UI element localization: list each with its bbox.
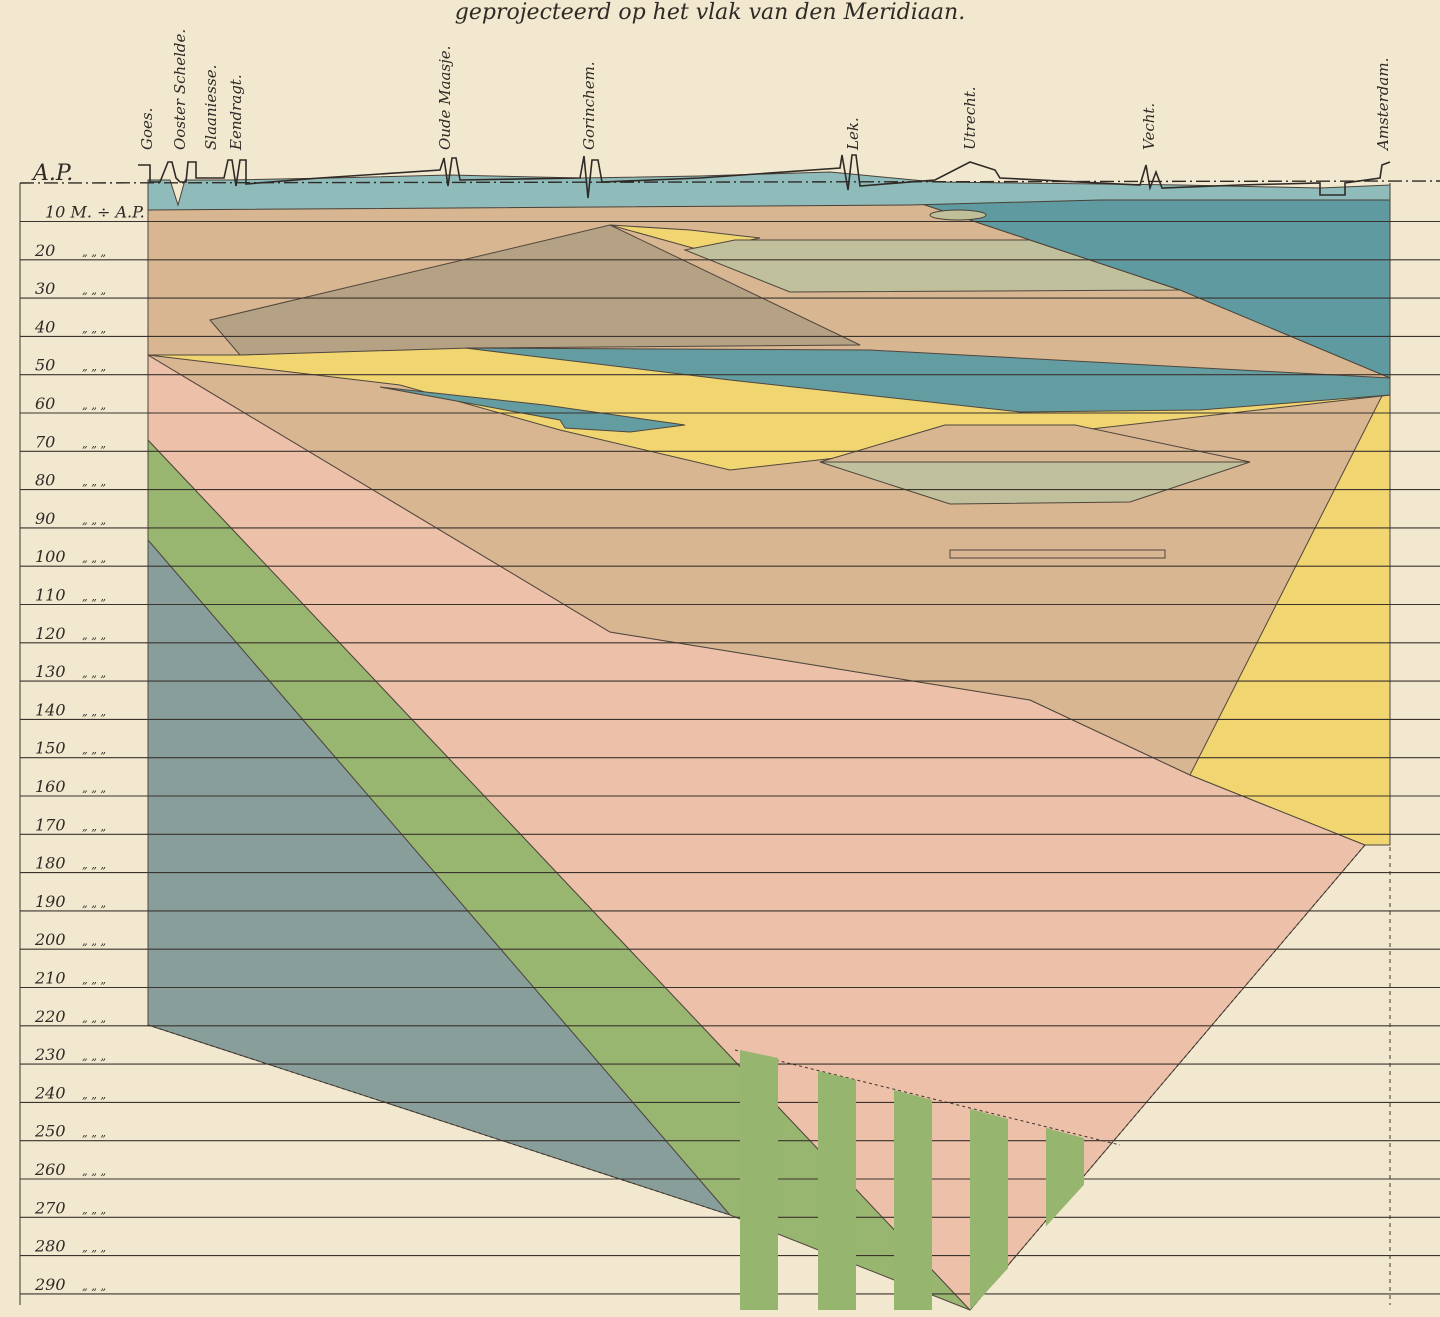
depth-label: 200 — [34, 930, 66, 949]
depth-label: 10 M. ÷ A.P. — [45, 203, 145, 222]
depth-label: 110 — [35, 586, 66, 605]
depth-labels: 10 M. ÷ A.P. 20 „ „ „ 30 „ „ „ 40 „ „ „ 50 „ „ „… — [34, 203, 145, 1294]
dark-wedge-lens — [209, 224, 861, 356]
hatch-stripe — [740, 1050, 778, 1310]
datum-label: A.P. — [31, 161, 73, 186]
depth-label: 240 — [34, 1083, 66, 1102]
depth-ditto: „ „ „ — [82, 514, 106, 527]
depth-label: 280 — [34, 1237, 66, 1256]
depth-ditto: „ „ „ — [82, 322, 106, 335]
depth-rules — [20, 220, 1440, 1295]
datum-line — [19, 180, 1440, 184]
ground-surface-profile — [138, 154, 1391, 199]
depth-label: 270 — [34, 1198, 66, 1217]
clay-bar-lens — [949, 549, 1166, 559]
place-label: Vecht. — [1140, 103, 1158, 150]
depth-label: 260 — [34, 1160, 66, 1179]
place-label: Gorinchem. — [580, 61, 598, 150]
depth-ditto: „ „ „ — [82, 1280, 106, 1293]
depth-label: 100 — [35, 547, 66, 566]
depth-label: 130 — [35, 662, 66, 681]
depth-ditto: „ „ „ — [82, 552, 106, 565]
depth-ditto: „ „ „ — [82, 1088, 106, 1101]
depth-ditto: „ „ „ — [82, 246, 106, 259]
depth-ditto: „ „ „ — [82, 476, 106, 489]
hatch-stripe — [894, 1090, 932, 1310]
depth-label: 20 — [34, 241, 55, 260]
depth-label: 70 — [35, 432, 55, 451]
geological-layers — [147, 199, 1391, 1311]
depth-label: 210 — [34, 969, 66, 988]
depth-ditto: „ „ „ — [82, 897, 106, 910]
depth-label: 250 — [34, 1122, 66, 1141]
depth-label: 140 — [35, 700, 66, 719]
depth-label: 30 — [35, 279, 55, 298]
depth-label: 170 — [35, 815, 66, 834]
depth-label: 230 — [34, 1045, 66, 1064]
depth-label: 150 — [35, 739, 66, 758]
depth-ditto: „ „ „ — [82, 935, 106, 948]
depth-label: 180 — [35, 854, 66, 873]
place-label: Lek. — [844, 117, 862, 151]
dashed-base-left — [147, 1024, 731, 1216]
subtitle: geprojecteerd op het vlak van den Meridi… — [455, 0, 965, 25]
depth-label: 50 — [35, 356, 55, 375]
depth-ditto: „ „ „ — [82, 1050, 106, 1063]
water-lens-main — [464, 347, 1391, 413]
depth-label: 40 — [34, 317, 55, 336]
depth-label: 60 — [35, 394, 55, 413]
depth-ditto: „ „ „ — [82, 1165, 106, 1178]
depth-ditto: „ „ „ — [82, 1203, 106, 1216]
depth-ditto: „ „ „ — [82, 591, 106, 604]
hatch-stripe — [1046, 1128, 1084, 1227]
depth-ditto: „ „ „ — [82, 629, 106, 642]
depth-ditto: „ „ „ — [82, 782, 106, 795]
dashed-basal-lines — [147, 844, 1366, 1311]
depth-ditto: „ „ „ — [82, 284, 106, 297]
depth-label: 90 — [35, 509, 55, 528]
hatch-stripe — [818, 1071, 856, 1310]
depth-ditto: „ „ „ — [82, 1127, 106, 1140]
place-label: Oude Maasje. — [436, 46, 454, 150]
depth-ditto: „ „ „ — [82, 1012, 106, 1025]
place-label: Ooster Schelde. — [171, 29, 189, 150]
hatch-stripe — [970, 1109, 1008, 1310]
depth-label: 190 — [35, 892, 66, 911]
depth-ditto: „ „ „ — [82, 705, 106, 718]
surface-water — [147, 171, 1391, 379]
dashed-upper-hatch — [734, 1049, 1121, 1146]
place-label: Amsterdam. — [1374, 58, 1392, 152]
small-lens-top — [929, 209, 987, 221]
depth-label: 160 — [35, 777, 66, 796]
hatched-stripes — [740, 1050, 1084, 1310]
depth-ditto: „ „ „ — [82, 437, 106, 450]
depth-label: 290 — [34, 1275, 66, 1294]
depth-ditto: „ „ „ — [82, 667, 106, 680]
surface-water-band — [147, 171, 1391, 211]
place-label: Eendragt. — [227, 74, 245, 151]
depth-ditto: „ „ „ — [82, 859, 106, 872]
depth-label: 220 — [34, 1007, 66, 1026]
depth-ditto: „ „ „ — [82, 361, 106, 374]
place-label: Slaaniesse. — [202, 65, 220, 150]
depth-ditto: „ „ „ — [82, 744, 106, 757]
depth-ditto: „ „ „ — [82, 974, 106, 987]
depth-label: 80 — [35, 471, 55, 490]
depth-ditto: „ „ „ — [82, 820, 106, 833]
place-label: Utrecht. — [961, 86, 979, 150]
depth-label: 120 — [35, 624, 66, 643]
place-label: Goes. — [138, 108, 156, 150]
depth-ditto: „ „ „ — [82, 1242, 106, 1255]
depth-ditto: „ „ „ — [82, 399, 106, 412]
place-labels: Goes. Ooster Schelde. Slaaniesse. Eendragt.… — [138, 29, 1392, 152]
water-lens-small — [379, 386, 686, 433]
